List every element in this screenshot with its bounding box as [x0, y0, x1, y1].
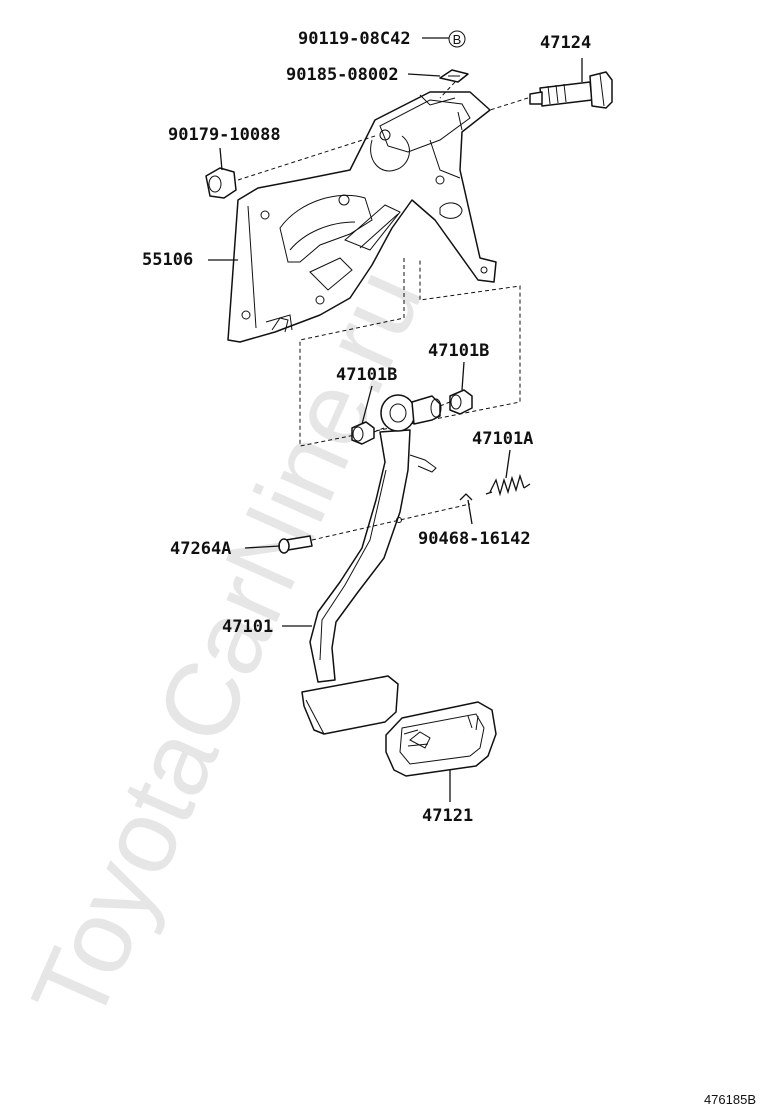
pin-47264a	[278, 535, 313, 554]
clip-90185-08002	[439, 69, 469, 83]
callout-90185-08002: 90185-08002	[286, 65, 399, 85]
callout-47124: 47124	[540, 33, 591, 53]
bushing-47101b-left	[351, 421, 375, 445]
callout-47101a: 47101A	[472, 429, 533, 449]
callout-55106: 55106	[142, 250, 193, 270]
brake-pedal-arm-47101	[301, 394, 442, 735]
callout-47121: 47121	[422, 806, 473, 826]
return-spring-47101a	[485, 473, 531, 497]
bushing-47101b-right	[449, 389, 473, 415]
diagram-code: 476185B	[704, 1092, 756, 1107]
marker-b-letter: B	[453, 32, 462, 47]
bolt-47124	[529, 71, 613, 109]
pedal-bracket-55106	[227, 91, 497, 343]
pedal-pad-cover-47121	[385, 701, 497, 777]
nut-90179-10088	[205, 167, 237, 199]
marker-b: B	[448, 30, 466, 48]
callout-90468-16142: 90468-16142	[418, 529, 531, 549]
callout-90179-10088: 90179-10088	[168, 125, 281, 145]
clip-90468-16142	[459, 493, 473, 501]
callout-47264a: 47264A	[170, 539, 231, 559]
callout-47101b-left: 47101B	[336, 365, 397, 385]
callout-47101b-right: 47101B	[428, 341, 489, 361]
callout-47101: 47101	[222, 617, 273, 637]
callout-90119-08c42: 90119-08C42	[298, 29, 411, 49]
